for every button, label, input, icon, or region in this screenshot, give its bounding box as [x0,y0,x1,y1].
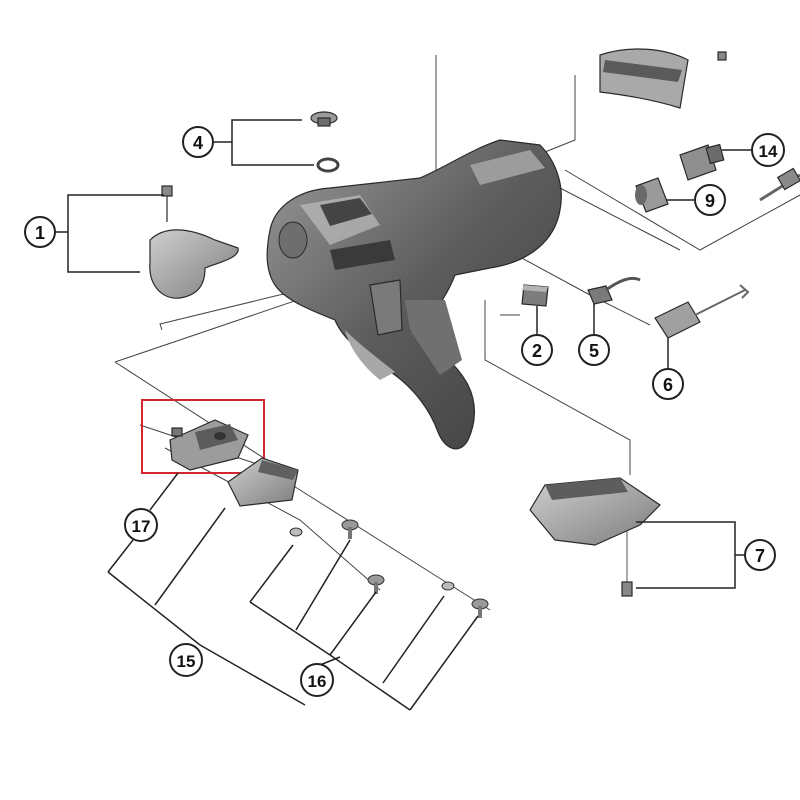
callout-17-label: 17 [132,517,151,536]
callout-4: 4 [182,126,214,158]
callout-16: 16 [300,663,334,697]
part-2-block [521,284,549,307]
callout-15: 15 [169,643,203,677]
callout-17: 17 [124,508,158,542]
callout-6-label: 6 [663,375,673,395]
callout-6: 6 [652,368,684,400]
screws-16 [289,519,489,618]
part-6-plate [654,284,750,339]
callout-1: 1 [24,216,56,248]
part-14-bolt [679,143,725,181]
callout-7: 7 [744,539,776,571]
part-5-spring [587,276,641,305]
part-9-spacer [635,177,669,213]
callout-4-label: 4 [193,133,203,153]
callout-2-label: 2 [532,341,542,361]
callout-9: 9 [694,184,726,216]
callout-5: 5 [578,334,610,366]
callout-15-label: 15 [177,652,196,671]
callout-2: 2 [521,334,553,366]
callout-5-label: 5 [589,341,599,361]
main-lever-body [266,139,562,450]
callout-7-label: 7 [755,546,765,566]
callout-14: 14 [751,133,785,167]
callout-1-label: 1 [35,223,45,243]
clamp-band [599,48,727,109]
cable-end [759,167,800,202]
highlight-box [141,399,265,474]
leader-lines [56,119,752,711]
callout-9-label: 9 [705,191,715,211]
part-17-bracket [169,419,249,471]
part-7-cover [529,477,661,597]
part-15-mount [227,457,299,507]
assembly-lines [114,55,800,611]
callout-16-label: 16 [308,672,327,691]
part-1-cap [149,185,239,299]
callout-14-label: 14 [759,142,778,161]
part-4-cap-and-ring [310,111,340,173]
